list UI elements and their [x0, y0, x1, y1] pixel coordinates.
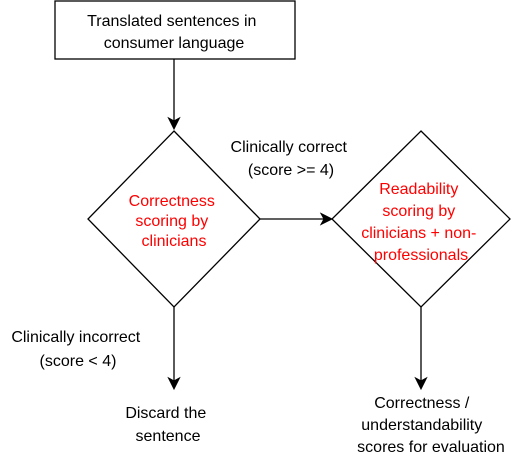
correctness-decision-line: scoring by: [135, 213, 208, 230]
output-text-line: understandability: [361, 417, 482, 434]
discard-text-line: sentence: [136, 428, 201, 445]
output-text-line: Correctness /: [374, 395, 470, 412]
discard-text-line: Discard the: [125, 405, 206, 422]
edge-label-incorrect: Clinically incorrect (score < 4): [11, 329, 144, 370]
edge-label-incorrect-line: Clinically incorrect: [11, 329, 140, 346]
start-box: [54, 0, 296, 60]
arrowhead: [167, 376, 181, 391]
correctness-decision-line: Correctness: [129, 193, 215, 210]
readability-decision-line: clinicians + non-: [361, 225, 476, 242]
readability-decision-line: professionals: [374, 247, 468, 264]
edge-label-incorrect-line: (score < 4): [40, 353, 117, 370]
discard-text: Discard the sentence: [125, 405, 210, 445]
arrowhead: [414, 376, 428, 391]
correctness-decision-line: clinicians: [142, 233, 207, 250]
start-text: Translated sentences in consumer languag…: [87, 13, 261, 52]
readability-decision-line: scoring by: [382, 203, 455, 220]
correctness-decision-text: Correctness scoring by clinicians: [129, 193, 220, 250]
start-text-line: Translated sentences in: [87, 13, 256, 30]
arrowhead: [319, 212, 334, 226]
readability-decision-line: Readability: [379, 181, 458, 198]
readability-decision-text: Readability scoring by clinicians + non-…: [361, 181, 481, 264]
edge-label-correct-line: Clinically correct: [231, 139, 348, 156]
start-text-line: consumer language: [104, 35, 245, 52]
edge-label-correct: Clinically correct (score >= 4): [231, 139, 352, 179]
arrowhead: [167, 116, 181, 131]
output-text: Correctness / understandability scores f…: [357, 395, 505, 454]
edge-label-correct-line: (score >= 4): [248, 162, 334, 179]
output-text-line: scores for evaluation: [357, 439, 505, 454]
